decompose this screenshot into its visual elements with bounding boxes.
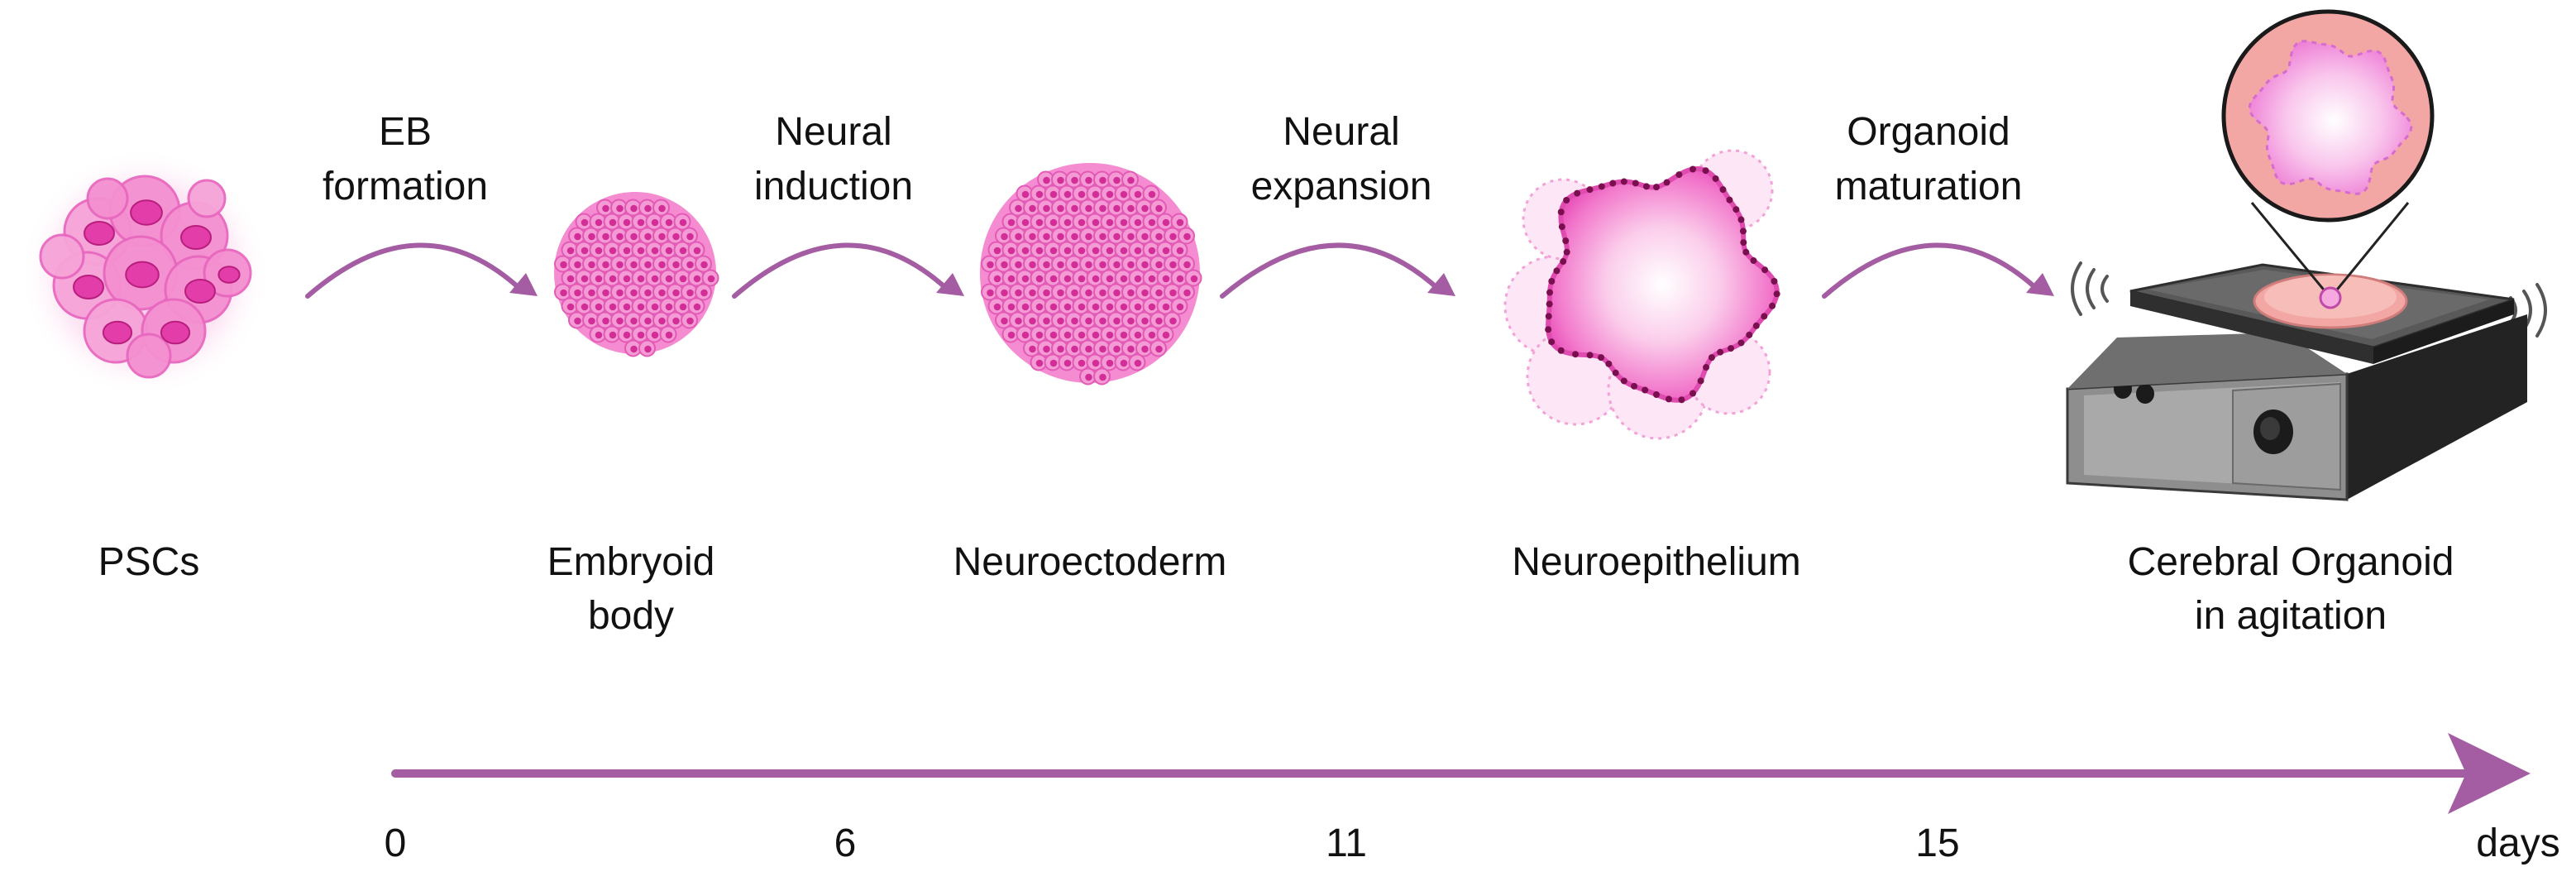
stage-label-psc: PSCs bbox=[98, 540, 200, 584]
step-arrow-4 bbox=[1822, 242, 2042, 299]
step-arrow-3 bbox=[1220, 242, 1443, 299]
stage-label-embryoid-line2: body bbox=[588, 594, 674, 638]
step-arrow-1 bbox=[305, 242, 525, 299]
step-arrows bbox=[305, 242, 2054, 299]
neuroepithelium-icon bbox=[1503, 149, 1780, 440]
stage-label-embryoid-line1: Embryoid bbox=[547, 540, 715, 584]
step-label-2-line1: Neural bbox=[775, 110, 891, 154]
step-label-3: Neural expansion bbox=[1251, 110, 1432, 208]
timeline-tick-11: 11 bbox=[1326, 821, 1367, 865]
step-arrowhead-4-icon bbox=[2026, 273, 2054, 296]
timeline-tick-6: 6 bbox=[834, 821, 857, 865]
step-arrowhead-3-icon bbox=[1427, 273, 1455, 296]
step-label-4: Organoid maturation bbox=[1835, 110, 2023, 208]
timeline-arrowhead-icon bbox=[2448, 733, 2531, 814]
step-label-2: Neural induction bbox=[754, 110, 913, 208]
step-label-4-line2: maturation bbox=[1835, 165, 2023, 208]
stage-label-cerebral-organoid: Cerebral Organoid in agitation bbox=[2128, 540, 2454, 638]
step-label-3-line2: expansion bbox=[1251, 165, 1432, 208]
timeline-unit-label: days bbox=[2476, 821, 2559, 865]
stage-label-embryoid-body: Embryoid body bbox=[547, 540, 715, 638]
psc-cluster-icon bbox=[21, 149, 269, 397]
step-label-1-line2: formation bbox=[323, 165, 488, 208]
step-arrow-2 bbox=[732, 242, 952, 299]
stage-label-neuroepithelium: Neuroepithelium bbox=[1512, 540, 1801, 584]
stage-label-neuroepithelium-line1: Neuroepithelium bbox=[1512, 540, 1801, 584]
timeline-tick-15: 15 bbox=[1915, 821, 1959, 865]
step-label-2-line2: induction bbox=[754, 165, 913, 208]
step-label-1: EB formation bbox=[323, 110, 488, 208]
magnified-organoid-icon bbox=[2221, 9, 2435, 223]
stage-label-psc-line1: PSCs bbox=[98, 540, 200, 584]
step-arrowhead-1-icon bbox=[509, 273, 538, 296]
timeline-tick-0: 0 bbox=[385, 821, 407, 865]
step-label-4-line1: Organoid bbox=[1847, 110, 2010, 154]
stage-label-neuroectoderm-line1: Neuroectoderm bbox=[953, 540, 1227, 584]
step-label-3-line1: Neural bbox=[1283, 110, 1399, 154]
stage-label-organoid-line2: in agitation bbox=[2195, 594, 2387, 638]
timeline-axis: 0 6 11 15 days bbox=[385, 733, 2560, 865]
vibration-left-icon bbox=[2071, 261, 2109, 316]
orbital-shaker-icon bbox=[2066, 9, 2547, 501]
neuroectoderm-icon bbox=[980, 163, 1202, 386]
step-arrowhead-2-icon bbox=[936, 273, 964, 296]
stage-label-neuroectoderm: Neuroectoderm bbox=[953, 540, 1227, 584]
step-label-1-line1: EB bbox=[379, 110, 432, 154]
stage-label-organoid-line1: Cerebral Organoid bbox=[2128, 540, 2454, 584]
embryoid-body-icon bbox=[554, 192, 719, 357]
